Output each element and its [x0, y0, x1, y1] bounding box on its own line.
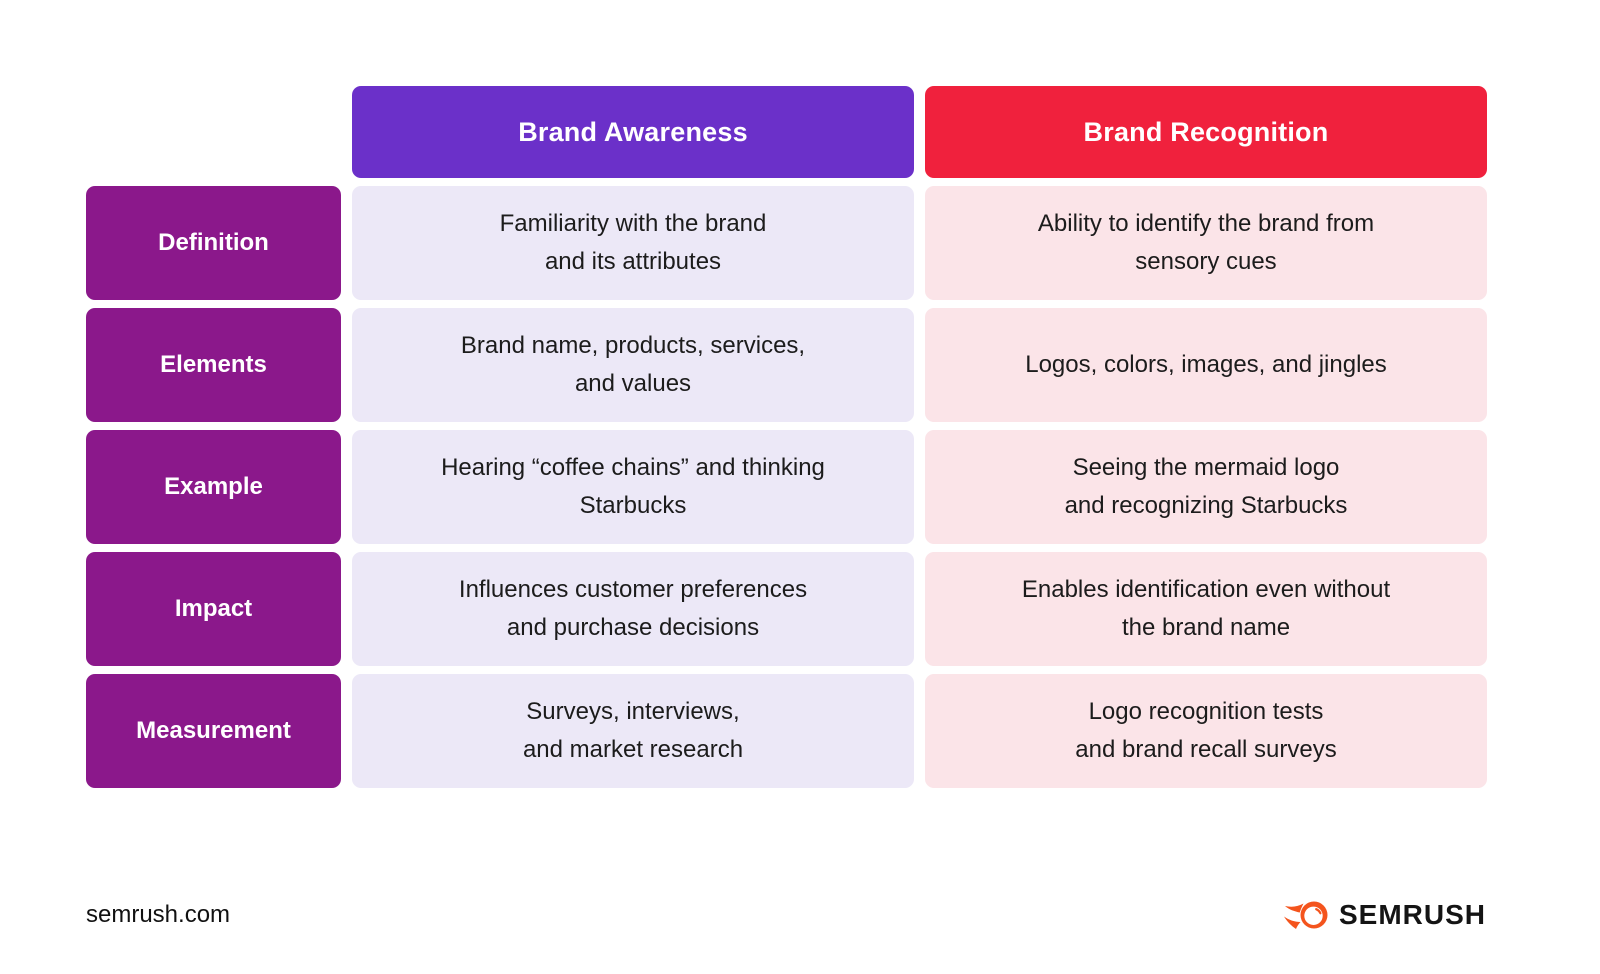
- cell-impact-awareness: Influences customer preferences and purc…: [352, 552, 914, 666]
- header-spacer: [86, 86, 341, 178]
- cell-impact-recognition: Enables identification even without the …: [925, 552, 1487, 666]
- cell-definition-awareness: Familiarity with the brand and its attri…: [352, 186, 914, 300]
- row-label-definition: Definition: [86, 186, 341, 300]
- column-header-brand-recognition: Brand Recognition: [925, 86, 1487, 178]
- row-label-measurement: Measurement: [86, 674, 341, 788]
- website-url: semrush.com: [86, 901, 231, 928]
- cell-definition-recognition: Ability to identify the brand from senso…: [925, 186, 1487, 300]
- cell-elements-awareness: Brand name, products, services, and valu…: [352, 308, 914, 422]
- row-label-example: Example: [86, 430, 341, 544]
- semrush-logo-text: SEMRUSH: [1338, 899, 1486, 930]
- row-label-elements: Elements: [86, 308, 341, 422]
- footer: semrush.com SEMRUSH: [86, 884, 1486, 946]
- cell-example-awareness: Hearing “coffee chains” and thinking Sta…: [352, 430, 914, 544]
- column-header-brand-awareness: Brand Awareness: [352, 86, 914, 178]
- comparison-table: Brand Awareness Brand Recognition Defini…: [86, 86, 1487, 788]
- semrush-logo: SEMRUSH: [1283, 899, 1486, 931]
- cell-measurement-recognition: Logo recognition tests and brand recall …: [925, 674, 1487, 788]
- row-label-impact: Impact: [86, 552, 341, 666]
- cell-elements-recognition: Logos, colors, images, and jingles: [925, 308, 1487, 422]
- cell-example-recognition: Seeing the mermaid logo and recognizing …: [925, 430, 1487, 544]
- cell-measurement-awareness: Surveys, interviews, and market research: [352, 674, 914, 788]
- semrush-fireball-icon: [1283, 899, 1329, 931]
